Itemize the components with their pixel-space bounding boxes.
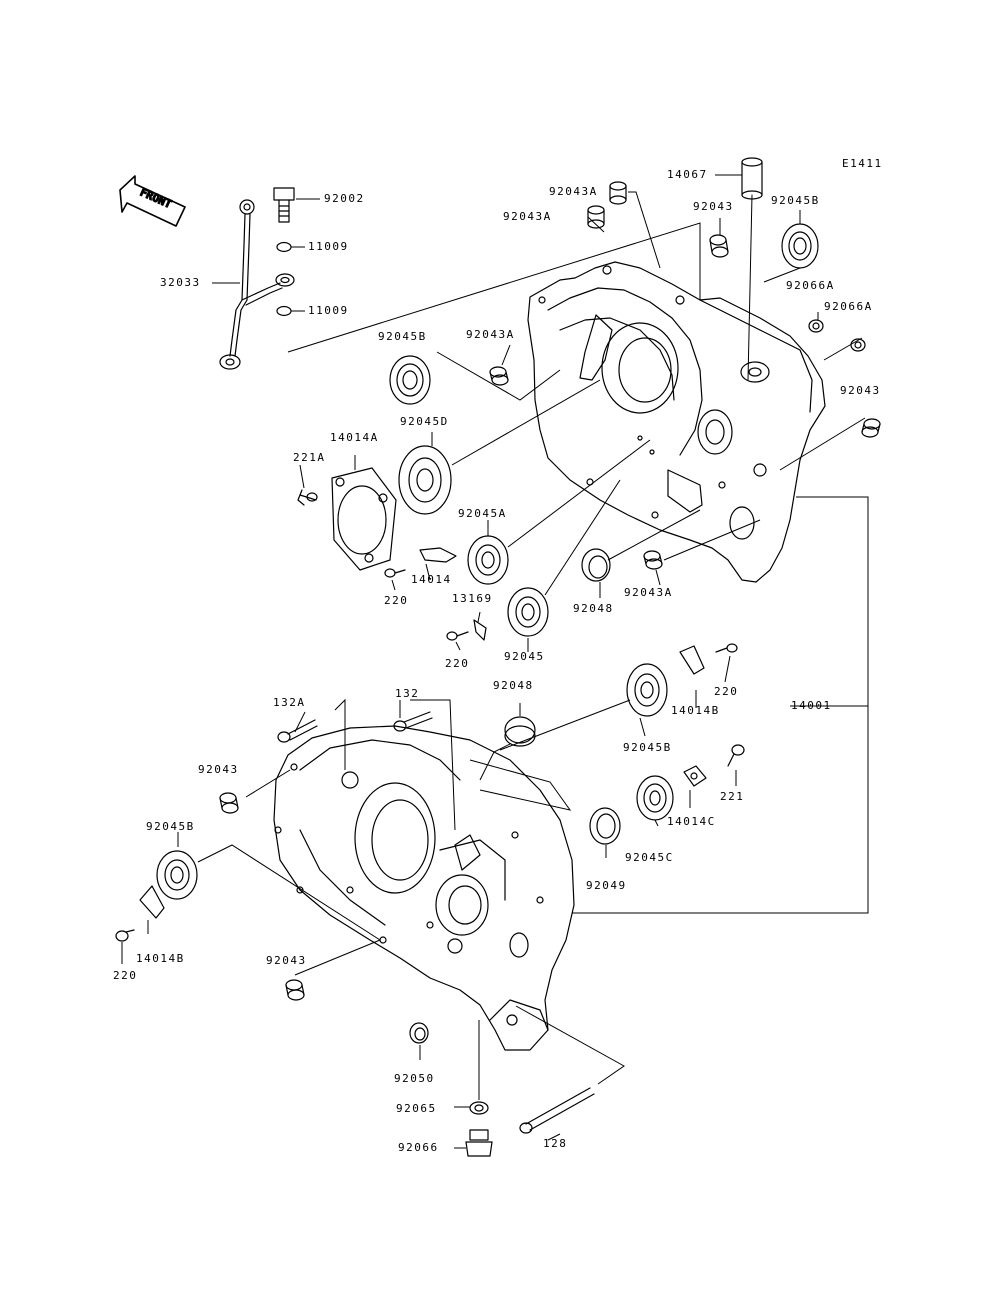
part-label-221A: 221A [293, 451, 326, 464]
part-label-128: 128 [543, 1137, 568, 1150]
screw-221A [297, 489, 318, 506]
part-label-92045B-top: 92045B [771, 194, 820, 207]
part-label-11009-a: 11009 [308, 240, 349, 253]
seal-92050 [409, 1022, 429, 1044]
plate-14014B-b [139, 885, 165, 919]
part-label-11009-b: 11009 [308, 304, 349, 317]
part-label-92043-left: 92043 [198, 763, 239, 776]
sleeve-14067 [741, 157, 763, 381]
bearing-92045C [636, 775, 674, 821]
part-label-92048-a: 92048 [573, 602, 614, 615]
part-label-92043-right: 92043 [840, 384, 881, 397]
dowel-pin-92043-low [285, 979, 305, 1001]
seal-92048-a [581, 548, 611, 582]
plate-14014B-a [679, 645, 705, 675]
dowel-pin-92043-right [861, 418, 881, 438]
part-label-92045B-low: 92045B [623, 741, 672, 754]
bearing-92045D [398, 445, 452, 515]
front-arrow [119, 175, 186, 227]
part-label-92066A-2: 92066A [824, 300, 873, 313]
part-label-92043A-3: 92043A [466, 328, 515, 341]
part-label-14014: 14014 [411, 573, 452, 586]
part-label-92043A-1: 92043A [549, 185, 598, 198]
seal-92048-b [504, 716, 536, 747]
dowel-pin-92043-left [219, 792, 239, 814]
bolt-128 [519, 1087, 595, 1134]
part-label-92050: 92050 [394, 1072, 435, 1085]
part-label-92043-low: 92043 [266, 954, 307, 967]
plate-14014C [683, 765, 707, 787]
dowel-pin-92043A-2 [587, 205, 605, 229]
part-label-92065: 92065 [396, 1102, 437, 1115]
part-label-14001: 14001 [791, 699, 832, 712]
bearing-92045A [467, 535, 509, 585]
part-label-14014C: 14014C [667, 815, 716, 828]
bearing-92045B-top [781, 223, 819, 269]
seal-92066A-1 [808, 319, 824, 333]
plate-13169 [473, 619, 487, 641]
part-label-220-c: 220 [714, 685, 739, 698]
part-label-92043-top: 92043 [693, 200, 734, 213]
part-label-92049: 92049 [586, 879, 627, 892]
screw-220-b [446, 631, 469, 641]
part-label-220-b: 220 [445, 657, 470, 670]
gasket-14014A [331, 467, 397, 571]
bolt-132A [277, 719, 318, 743]
part-label-14067: 14067 [667, 168, 708, 181]
dowel-pin-92043A-1 [609, 181, 627, 205]
washer-92065 [469, 1101, 489, 1115]
part-label-92048-b: 92048 [493, 679, 534, 692]
part-label-220-d: 220 [113, 969, 138, 982]
part-label-92045B-left: 92045B [146, 820, 195, 833]
part-label-132: 132 [395, 687, 420, 700]
part-label-92002: 92002 [324, 192, 365, 205]
part-label-132A: 132A [273, 696, 306, 709]
part-label-220-a: 220 [384, 594, 409, 607]
bolt-92002 [273, 187, 295, 223]
washer-11009-b [276, 305, 292, 317]
part-label-92043A-4: 92043A [624, 586, 673, 599]
seal-92049 [589, 807, 621, 845]
part-label-14014B-b: 14014B [136, 952, 185, 965]
bearing-92045B-mid [389, 355, 431, 405]
part-label-92045C: 92045C [625, 851, 674, 864]
bolt-132 [393, 711, 433, 732]
part-label-92066A-1: 92066A [786, 279, 835, 292]
screw-220-c [715, 643, 738, 653]
part-label-32033: 32033 [160, 276, 201, 289]
washer-11009-a [276, 241, 292, 253]
diagram-code: E1411 [842, 157, 883, 170]
part-label-13169: 13169 [452, 592, 493, 605]
part-label-92045B-mid: 92045B [378, 330, 427, 343]
screw-221 [727, 744, 745, 767]
part-label-92045D: 92045D [400, 415, 449, 428]
seal-92066A-2 [850, 338, 866, 352]
part-label-92066: 92066 [398, 1141, 439, 1154]
dowel-pin-92043A-4 [643, 550, 663, 570]
part-label-92045A: 92045A [458, 507, 507, 520]
part-label-92043A-2: 92043A [503, 210, 552, 223]
front-arrow-label: FRONT [138, 186, 174, 211]
right-crankcase [527, 261, 826, 583]
part-label-14014A: 14014A [330, 431, 379, 444]
left-crankcase [273, 725, 575, 1051]
part-label-14014B-a: 14014B [671, 704, 720, 717]
bearing-92045B-left [156, 850, 198, 900]
oil-pipe [219, 199, 295, 370]
bearing-92045 [507, 587, 549, 637]
bolt-92066 [465, 1129, 493, 1157]
part-label-221: 221 [720, 790, 745, 803]
screw-220-a [384, 568, 406, 578]
leader-lines [121, 174, 869, 1149]
dowel-pin-92043-top [709, 234, 729, 258]
bearing-92045B-low [626, 663, 668, 717]
part-label-92045: 92045 [504, 650, 545, 663]
screw-220-d [115, 929, 135, 942]
plate-14014 [419, 547, 457, 563]
dowel-pin-92043A-3 [489, 366, 509, 386]
